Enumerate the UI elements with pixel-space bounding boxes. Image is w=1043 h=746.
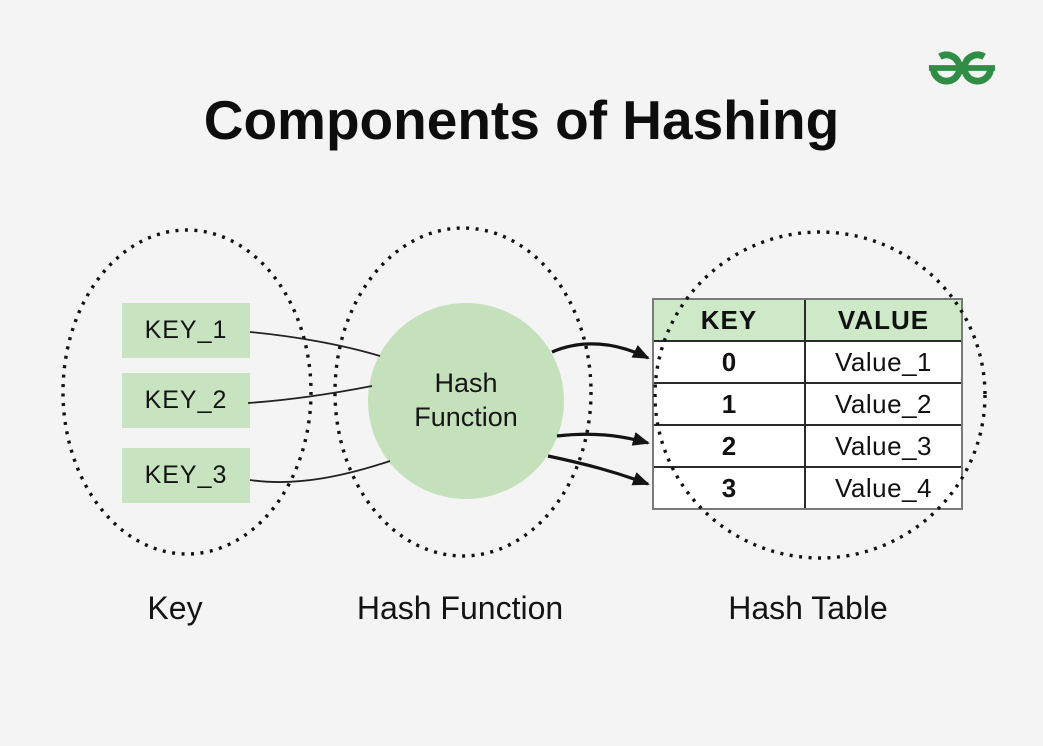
table-row-2-key: 2 <box>654 426 806 466</box>
table-row-0-value: Value_1 <box>835 346 932 377</box>
hash-function-line1: Hash <box>434 368 498 399</box>
connector-key1-to-hash <box>249 331 381 357</box>
key-box-2: KEY_2 <box>122 373 250 428</box>
geeksforgeeks-logo-icon <box>928 51 996 85</box>
caption-key: Key <box>147 590 203 626</box>
table-row-1-key: 1 <box>654 384 806 424</box>
connector-key3-to-hash <box>249 460 391 483</box>
table-row: 0 Value_1 <box>654 342 961 384</box>
page-title: Components of Hashing <box>203 89 840 151</box>
caption-hash-table: Hash Table <box>728 590 888 626</box>
table-row-0-key: 0 <box>654 342 806 382</box>
table-row-2-value: Value_3 <box>835 430 932 461</box>
table-row-1-value: Value_2 <box>835 388 932 419</box>
table-row-3-key: 3 <box>654 468 806 508</box>
hash-table-header-key: KEY <box>654 300 806 340</box>
table-row: 3 Value_4 <box>654 468 961 508</box>
hash-function-line2: Function <box>414 402 518 432</box>
table-row: 2 Value_3 <box>654 426 961 468</box>
key-box-1-label: KEY_1 <box>144 316 228 344</box>
hash-table: KEY VALUE 0 Value_1 1 Value_2 2 Value_3 … <box>652 298 963 510</box>
key-box-3-label: KEY_3 <box>144 461 228 489</box>
key-box-1: KEY_1 <box>122 303 250 358</box>
arrow-hash-to-row0 <box>551 342 650 360</box>
hash-table-header-row: KEY VALUE <box>654 300 961 342</box>
table-row: 1 Value_2 <box>654 384 961 426</box>
key-box-2-label: KEY_2 <box>144 386 228 414</box>
key-box-3: KEY_3 <box>122 448 250 503</box>
arrow-hash-to-row2 <box>556 432 650 446</box>
caption-hash-function: Hash Function <box>356 590 564 626</box>
hash-table-header-value: VALUE <box>837 304 930 335</box>
connector-key2-to-hash <box>247 385 373 404</box>
table-row-3-value: Value_4 <box>835 472 932 503</box>
arrow-hash-to-row3 <box>547 454 650 486</box>
hash-function-circle: Hash Function <box>368 303 564 499</box>
